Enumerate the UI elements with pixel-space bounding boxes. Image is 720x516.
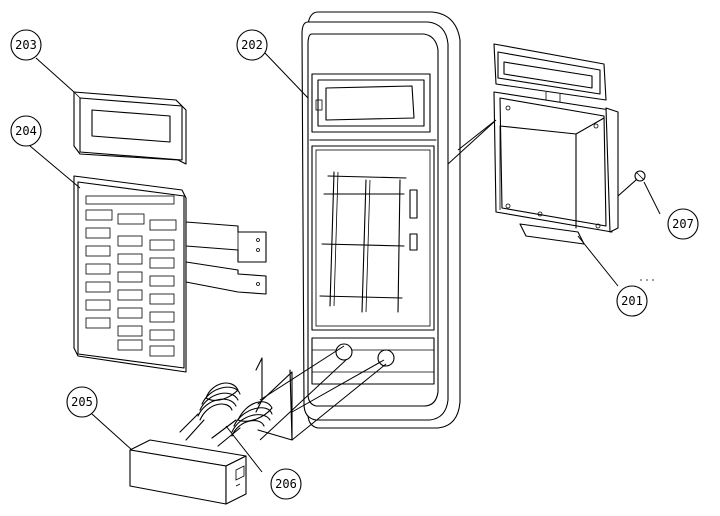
door-frame	[301, 11, 461, 429]
callout-202: 202	[236, 29, 268, 61]
callout-label-206: 206	[275, 477, 297, 491]
callout-201: 201	[616, 279, 654, 317]
keypad-membrane	[73, 175, 267, 373]
leader-lines	[29, 51, 661, 473]
door-latch-handle	[129, 439, 247, 505]
board-screw	[617, 170, 646, 197]
callout-label-205: 205	[71, 395, 93, 409]
keypad-keys	[85, 227, 175, 357]
door-mesh-grid	[319, 171, 407, 313]
callout-label-202: 202	[241, 38, 263, 52]
control-circuit-board	[493, 43, 619, 245]
latch-springs	[179, 357, 293, 447]
keypad-ribbon-cables	[185, 221, 267, 295]
callout-label-207: 207	[672, 217, 694, 231]
control-window	[73, 91, 187, 165]
callout-206: 206	[270, 468, 302, 500]
callout-label-201: 201	[621, 294, 643, 308]
callout-203: 203	[10, 29, 42, 61]
callout-205: 205	[66, 386, 98, 418]
callout-207: 207	[667, 208, 699, 240]
callout-label-204: 204	[15, 124, 37, 138]
callout-label-203: 203	[15, 38, 37, 52]
callout-204: 204	[10, 115, 42, 147]
